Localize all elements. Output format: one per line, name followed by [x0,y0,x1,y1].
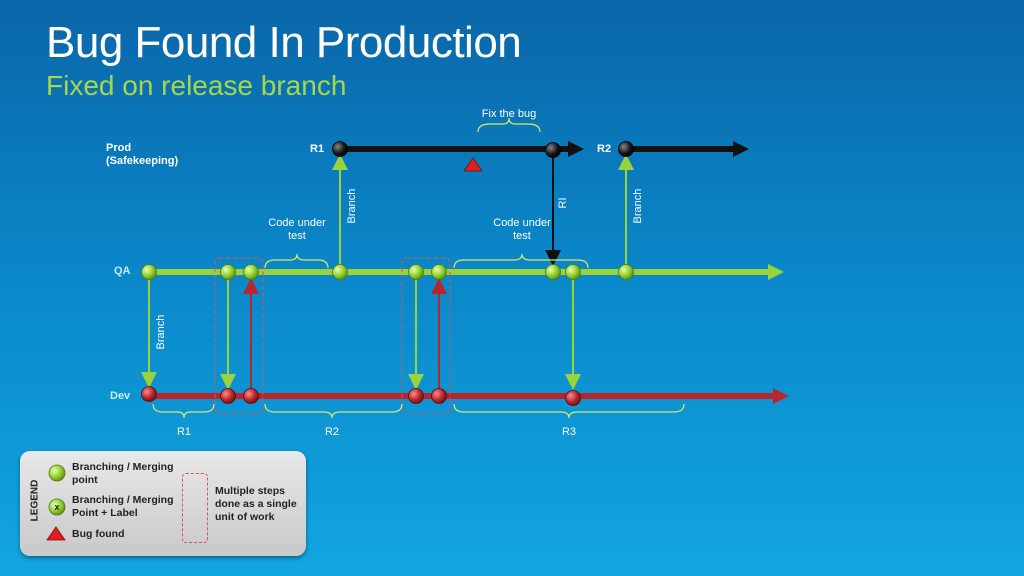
prod-node [332,141,348,157]
slide-subtitle: Fixed on release branch [46,70,347,101]
qa-node [618,264,634,280]
qa-arrowhead [768,264,784,280]
prod-label-r1: R1 [310,143,325,155]
dev-node [431,388,447,404]
bracket-r1 [152,403,215,419]
dev-node [243,388,259,404]
legend-branching-label: Branching / Merging Point + Label [72,494,174,519]
lane-label-qa: QA [114,265,131,277]
dev-node [565,390,581,406]
qa-node [332,264,348,280]
slide-title: Bug Found In Production [46,18,522,67]
unit-of-work-box-2 [401,257,451,415]
qa-node [141,264,157,280]
qa-node [545,264,561,280]
annotation-branch-dev: Branch [155,314,167,350]
annotation-fix-bug: Fix the bug [481,108,537,120]
prod-r2-arrowhead [733,141,749,157]
lane-label-prod: Prod (Safekeeping) [106,142,179,167]
legend-node-label-icon [48,498,66,516]
bracket-fix-bug [477,117,541,133]
prod-node [618,141,634,157]
annotation-ri: RI [557,197,569,209]
release-range-r3: R3 [561,426,577,438]
unit-of-work-box-1 [214,257,264,415]
legend-bug-icon [46,526,66,541]
legend-branching-point: Branching / Merging point [72,461,174,486]
legend-unit-of-work-box [182,473,208,543]
annotation-code-under-test-2: Code under test [493,217,551,242]
qa-node [565,264,581,280]
dev-node [220,388,236,404]
prod-node [545,142,561,158]
release-range-r1: R1 [176,426,192,438]
qa-node [243,264,259,280]
legend-bug-found: Bug found [72,528,125,540]
legend-node-icon [48,464,66,482]
annotation-branch-prod-2: Branch [632,188,644,224]
release-range-r2: R2 [324,426,340,438]
prod-label-r2: R2 [597,143,612,155]
prod-r1-arrowhead [568,141,584,157]
legend-panel: LEGEND x Branching / Merging point Branc… [20,451,306,556]
bracket-r3 [453,403,685,419]
qa-node [408,264,424,280]
annotation-code-under-test-1: Code under test [268,217,326,242]
annotation-branch-prod-1: Branch [346,188,358,224]
dev-node [408,388,424,404]
bracket-code-test-2 [453,253,589,269]
dev-arrowhead [773,388,789,404]
bracket-code-test-1 [264,253,329,269]
lane-label-dev: Dev [110,390,131,402]
legend-multiple-steps: Multiple steps done as a single unit of … [215,485,297,523]
qa-node [220,264,236,280]
dev-node [141,386,157,402]
legend-label-mark: x [54,502,60,512]
legend-symbols [46,464,66,541]
bracket-r2 [264,403,403,419]
qa-node [431,264,447,280]
bug-marker [463,157,483,172]
